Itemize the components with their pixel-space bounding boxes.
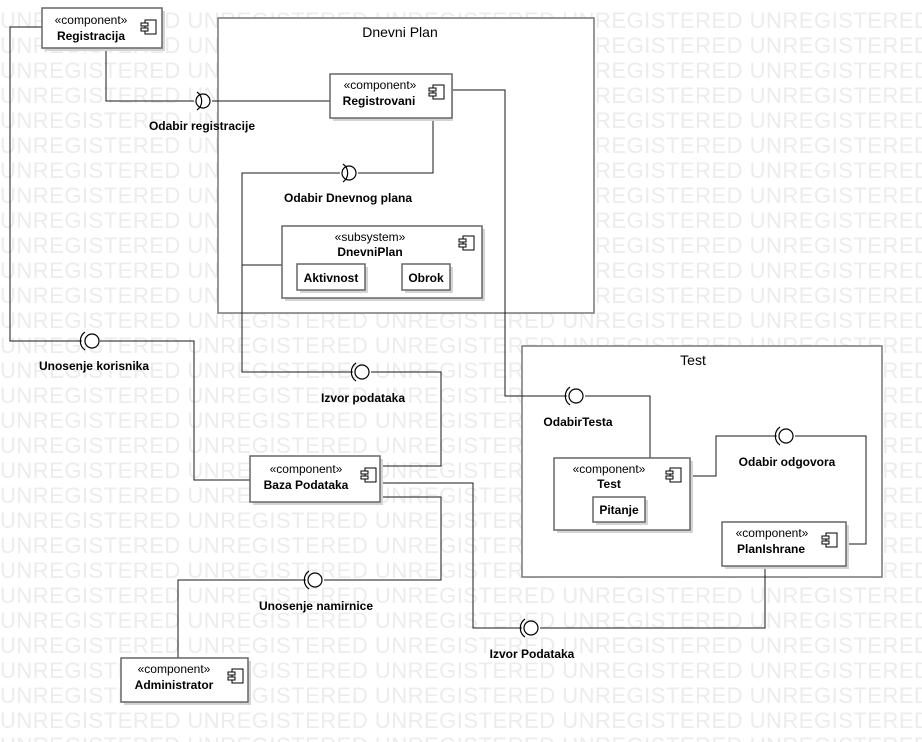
component-baza-podataka[interactable]: «component» Baza Podataka [249,455,383,505]
aktivnost-name: Aktivnost [304,271,359,285]
subsystem-dnevni-plan[interactable]: «subsystem» DnevniPlan Aktivnost Obrok [281,225,485,301]
lollipop-unosenje-korisnika [84,333,100,349]
socket-odabir-odgovora [774,426,781,446]
watermark-row: UNREGISTERED UNREGISTERED UNREGISTERED U… [0,733,922,742]
component-icon [140,19,157,35]
component-icon [665,467,682,483]
socket-unosenje-namirnice [303,570,310,590]
registrovani-name: Registrovani [343,94,416,108]
connector-izvor2-planishrane [540,566,766,629]
connector-baza-izvor2 [380,482,522,629]
connector-registracija-odabir [105,48,194,102]
plan-ishrane-name: PlanIshrane [737,542,805,556]
component-icon [227,668,244,684]
package-test-title: Test [680,352,706,368]
lollipop-odabir-odgovora [778,428,794,444]
test-name: Test [597,477,621,491]
connector-izvor-baza [371,371,442,467]
connectors [9,26,867,658]
label-odabir-odgovora: Odabir odgovora [739,455,836,469]
component-icon [458,235,475,251]
interface-izvor-podataka-2[interactable]: Izvor Podataka [490,618,575,661]
socket-odabir-testa [564,386,571,406]
component-icon [428,84,445,100]
interface-odabir-registracije[interactable]: Odabir registracije [149,91,255,133]
label-unosenje-korisnika: Unosenje korisnika [39,359,149,373]
administrator-stereotype: «component» [138,662,211,676]
dnevni-plan-stereotype: «subsystem» [335,230,406,244]
interface-unosenje-namirnice[interactable]: Unosenje namirnice [259,570,373,613]
connector-namirnice-administrator [177,579,306,658]
registracija-stereotype: «component» [55,13,128,27]
label-odabir-testa: OdabirTesta [543,415,612,429]
component-icon [821,532,838,548]
socket-odabir-dnevnog-plana [342,163,349,183]
component-test[interactable]: «component» Test Pitanje [553,457,693,533]
connector-registrovani-dnevnog [358,118,434,174]
label-izvor-podataka-1: Izvor podataka [321,391,405,405]
part-obrok[interactable]: Obrok [401,263,453,293]
obrok-name: Obrok [408,271,444,285]
watermark-row: UNREGISTERED UNREGISTERED UNREGISTERED U… [0,708,922,733]
registrovani-stereotype: «component» [344,78,417,92]
socket-izvor-podataka-1 [350,362,357,382]
label-izvor-podataka-2: Izvor Podataka [490,647,575,661]
interface-odabir-odgovora[interactable]: Odabir odgovora [739,426,836,469]
part-aktivnost[interactable]: Aktivnost [296,263,368,293]
socket-unosenje-korisnika [79,331,86,351]
lollipop-unosenje-namirnice [307,572,323,588]
connector-unosenje-baza [100,340,250,481]
lollipop-izvor-podataka-1 [354,364,370,380]
interface-odabir-testa[interactable]: OdabirTesta [543,386,613,429]
plan-ishrane-stereotype: «component» [736,526,809,540]
connector-odgovor-planishrane [795,435,867,545]
watermark-row: UNREGISTERED UNREGISTERED UNREGISTERED U… [0,608,922,633]
dnevni-plan-name: DnevniPlan [337,245,402,259]
connector-dnevnog-izvor [241,172,353,373]
baza-podataka-name: Baza Podataka [264,478,349,492]
interface-unosenje-korisnika[interactable]: Unosenje korisnika [39,331,149,373]
component-icon [360,467,377,483]
interface-odabir-dnevnog-plana[interactable]: Odabir Dnevnog plana [284,163,412,205]
connector-odabirtesta-test [585,395,651,458]
connector-baza-namirnice [324,496,442,581]
component-plan-ishrane[interactable]: «component» PlanIshrane [721,521,849,569]
test-stereotype: «component» [573,462,646,476]
lollipop-odabir-registracije [195,93,211,109]
lollipop-odabir-testa [568,388,584,404]
package-dnevni-plan-title: Dnevni Plan [362,24,438,40]
interface-izvor-podataka-1[interactable]: Izvor podataka [321,362,405,405]
component-registrovani[interactable]: «component» Registrovani [329,73,453,121]
connector-registrovani-odabirtesta [453,89,567,397]
label-odabir-dnevnog-plana: Odabir Dnevnog plana [284,191,412,205]
administrator-name: Administrator [135,678,214,692]
label-odabir-registracije: Odabir registracije [149,119,255,133]
registracija-name: Registracija [57,29,125,43]
lollipop-izvor-podataka-2 [523,620,539,636]
socket-odabir-registracije [196,91,203,111]
component-registracija[interactable]: «component» Registracija [41,7,165,51]
label-unosenje-namirnice: Unosenje namirnice [259,599,373,613]
connector-registracija-unosenje [9,26,82,342]
pitanje-name: Pitanje [599,503,639,517]
lollipop-odabir-dnevnog-plana [341,165,357,181]
part-pitanje[interactable]: Pitanje [592,496,648,525]
component-administrator[interactable]: «component» Administrator [120,657,251,705]
connector-test-odgovor [690,435,777,477]
socket-izvor-podataka-2 [519,618,526,638]
watermark-row: UNREGISTERED UNREGISTERED UNREGISTERED U… [0,633,922,658]
baza-podataka-stereotype: «component» [270,462,343,476]
watermark-row: UNREGISTERED UNREGISTERED UNREGISTERED U… [0,583,922,608]
